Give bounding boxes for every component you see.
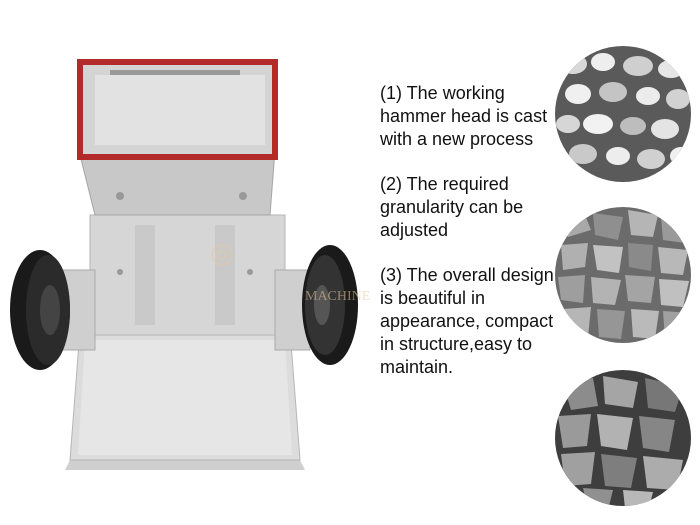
feature-list: (1) The working hammer head is cast with… (380, 82, 560, 401)
feature-1: (1) The working hammer head is cast with… (380, 83, 548, 149)
feature-2: (2) The required granularity can be adju… (380, 174, 524, 240)
watermark-text: MACHINERY (305, 289, 370, 304)
svg-text:◎: ◎ (210, 237, 234, 268)
stone-samples (553, 0, 700, 525)
hammer-crusher-machine-icon: ◎ MACHINERY (10, 59, 370, 470)
feature-3: (3) The overall design is beautiful in a… (380, 265, 554, 377)
crushed-gravel-icon (555, 207, 691, 343)
pebble-stones-icon (555, 46, 691, 182)
granite-chips-icon (555, 370, 691, 506)
